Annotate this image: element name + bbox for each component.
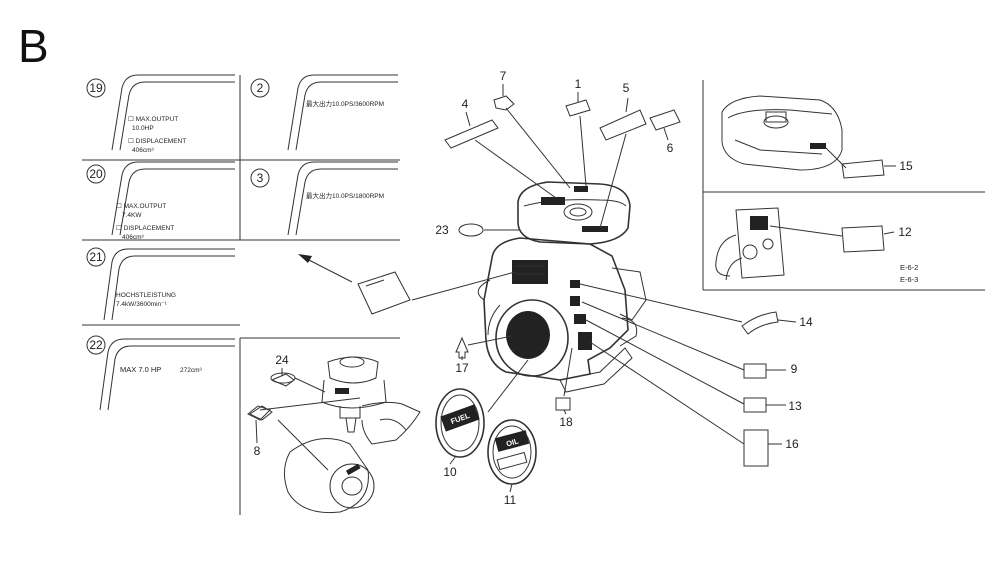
callout-23: 23 (435, 223, 449, 237)
panel-pointer-arrow (298, 254, 411, 315)
panel-19-line-4: 406cm³ (132, 147, 155, 154)
callout-9: 9 (791, 362, 798, 376)
panel-19-line-3: ☐ DISPLACEMENT (128, 137, 186, 145)
panel-20-line-3: ☐ DISPLACEMENT (116, 224, 174, 232)
callout-numbers: 1 4 5 6 7 8 9 10 11 12 13 14 15 16 17 18… (254, 69, 913, 507)
panel-20-number: 20 (89, 167, 103, 181)
fuel-badge: FUEL (435, 388, 485, 458)
callout-10: 10 (443, 465, 457, 479)
panel-3-line-1: 最大出力10.0PS/1800RPM (306, 191, 384, 200)
oil-badge-text: OIL (505, 436, 520, 448)
panel-22-line-2: 272cm³ (180, 367, 203, 374)
callout-13: 13 (788, 399, 802, 413)
panel-20: 20 ☐ MAX.OUTPUT 7.4KW ☐ DISPLACEMENT 406… (86, 161, 235, 241)
panel-21-line-1: HOCHSTLEISTUNG (116, 292, 176, 299)
callout-1: 1 (575, 77, 582, 91)
air-cleaner-inset (249, 356, 421, 514)
callout-24: 24 (275, 353, 289, 367)
callout-17: 17 (455, 361, 469, 375)
callout-14: 14 (799, 315, 813, 329)
panel-3: 3 最大出力10.0PS/1800RPM (250, 161, 398, 236)
callout-11: 11 (504, 493, 517, 507)
callout-7: 7 (500, 69, 507, 83)
engine-assembly (477, 181, 647, 393)
callout-4: 4 (462, 97, 469, 111)
panel-21-line-2: 7.4kW/3600min⁻¹ (116, 301, 168, 308)
panel-22: 22 MAX 7.0 HP 272cm³ (86, 335, 235, 411)
panel-21-number: 21 (89, 250, 103, 264)
panel-2-line-1: 最大出力10.0PS/3600RPM (306, 99, 384, 108)
callout-12: 12 (898, 225, 912, 239)
section-letter: B (18, 20, 49, 72)
leader-lines-right (255, 84, 896, 493)
callout-8: 8 (254, 444, 261, 458)
code-ref-2: E-6-3 (900, 275, 918, 284)
callout-18: 18 (559, 415, 573, 429)
top-right-inset (702, 80, 985, 291)
panel-21: 21 HOCHSTLEISTUNG 7.4kW/3600min⁻¹ (86, 247, 235, 321)
panel-2: 2 最大出力10.0PS/3600RPM (250, 74, 398, 151)
panel-20-line-2: 7.4KW (122, 212, 142, 219)
callout-16: 16 (785, 437, 799, 451)
panel-2-number: 2 (257, 81, 264, 95)
panel-3-number: 3 (257, 171, 264, 185)
leader-lines (411, 107, 745, 445)
panel-19-number: 19 (89, 81, 103, 95)
panel-20-line-4: 406cm³ (122, 234, 145, 241)
panel-19-line-1: ☐ MAX.OUTPUT (128, 115, 178, 123)
code-ref-1: E-6-2 (900, 263, 918, 272)
label-panel-grid (82, 75, 400, 515)
panel-22-number: 22 (89, 338, 103, 352)
panel-20-line-1: ☐ MAX.OUTPUT (116, 202, 166, 210)
panel-19: 19 ☐ MAX.OUTPUT 10.0HP ☐ DISPLACEMENT 40… (86, 74, 235, 154)
callout-6: 6 (667, 141, 674, 155)
oil-badge: OIL (487, 419, 537, 485)
panel-22-line-1: MAX 7.0 HP (120, 365, 161, 374)
callout-15: 15 (899, 159, 913, 173)
callout-5: 5 (623, 81, 630, 95)
loose-parts (247, 95, 779, 467)
panel-19-line-2: 10.0HP (132, 125, 154, 132)
